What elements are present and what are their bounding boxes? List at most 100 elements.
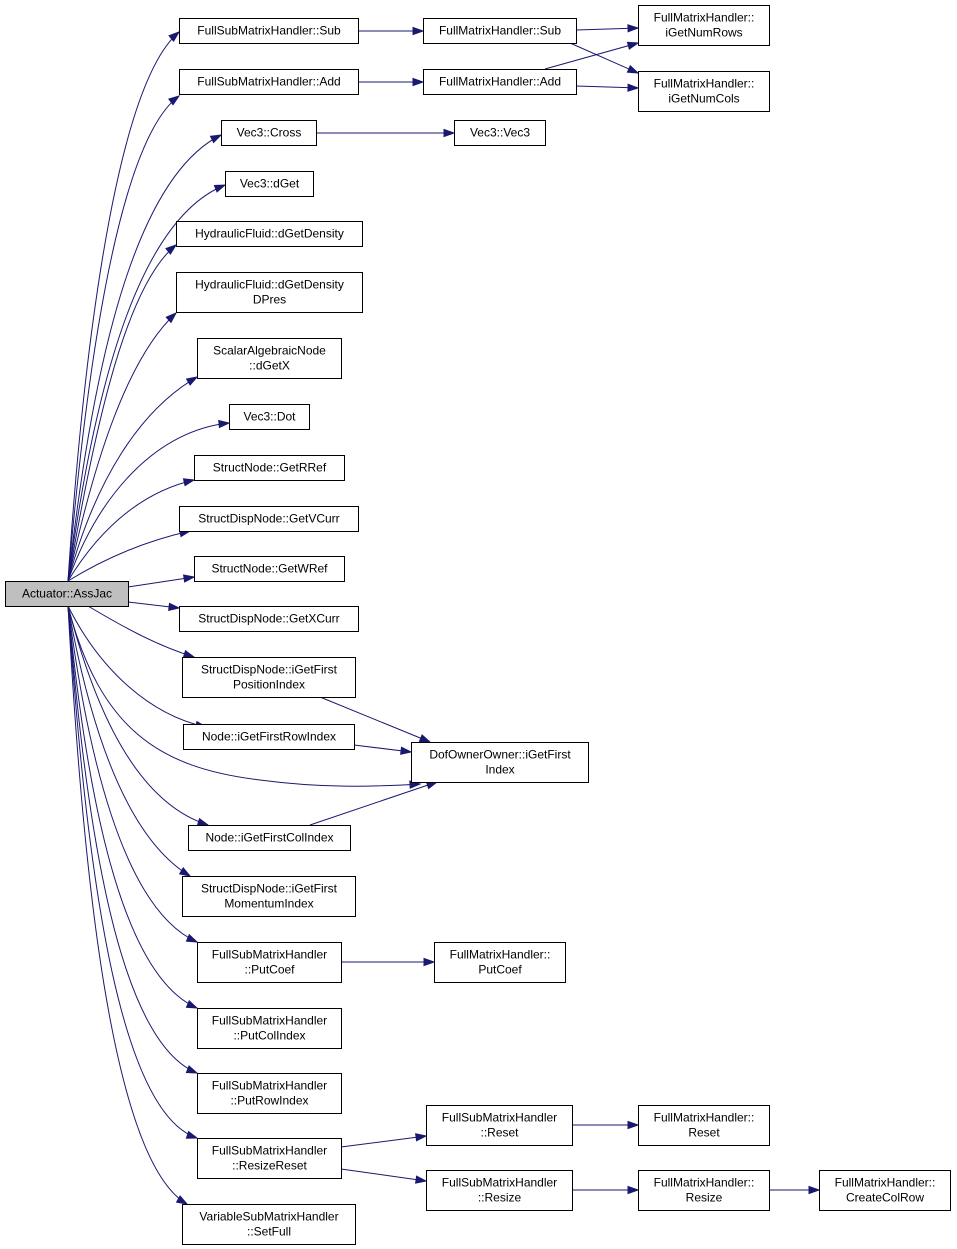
arrowhead bbox=[185, 1130, 199, 1139]
node-fsmh-resize[interactable]: FullSubMatrixHandler::Resize bbox=[426, 1170, 573, 1211]
node-label: StructNode::GetRRef bbox=[213, 461, 327, 475]
arrowhead bbox=[185, 1065, 199, 1074]
edge-line bbox=[67, 134, 222, 582]
arrowhead bbox=[182, 649, 196, 658]
node-label: DofOwnerOwner::iGetFirst bbox=[429, 748, 571, 762]
arrowhead bbox=[415, 1175, 428, 1184]
node-node-colidx[interactable]: Node::iGetFirstColIndex bbox=[188, 825, 351, 851]
node-label: ::PutColIndex bbox=[233, 1029, 305, 1043]
node-box bbox=[176, 272, 363, 313]
arrowhead bbox=[808, 1185, 821, 1195]
node-box bbox=[197, 1008, 342, 1049]
node-fmh-putcoef[interactable]: FullMatrixHandler::PutCoef bbox=[434, 942, 566, 983]
edge-root-to-v3_dget bbox=[67, 184, 227, 582]
arrowhead bbox=[627, 1120, 640, 1130]
arrowhead bbox=[168, 95, 181, 106]
edge-root-to-v3_cross bbox=[67, 134, 223, 582]
edge-fsmh_sub-to-fmh_sub bbox=[358, 26, 425, 36]
node-label: iGetNumCols bbox=[668, 92, 739, 106]
edge-root-to-fsmh_putcolidx bbox=[67, 605, 199, 1009]
node-label: ::PutCoef bbox=[244, 963, 295, 977]
node-fsmh-resizereset[interactable]: FullSubMatrixHandler::ResizeReset bbox=[197, 1138, 342, 1179]
edge-root-to-fsmh_resizereset bbox=[67, 605, 199, 1139]
edge-fsmh_resize-to-fmh_resize bbox=[572, 1185, 640, 1195]
node-label: ::ResizeReset bbox=[232, 1159, 307, 1173]
node-fmh-numrows[interactable]: FullMatrixHandler::iGetNumRows bbox=[638, 5, 770, 46]
node-label: Vec3::Dot bbox=[243, 410, 296, 424]
edge-line bbox=[67, 244, 177, 582]
node-label: Vec3::dGet bbox=[240, 177, 300, 191]
node-v3-cross[interactable]: Vec3::Cross bbox=[221, 120, 317, 146]
node-fmh-createcolrow[interactable]: FullMatrixHandler::CreateColRow bbox=[819, 1170, 951, 1211]
edge-root-to-san_dgetx bbox=[67, 376, 199, 582]
node-label: iGetNumRows bbox=[665, 26, 742, 40]
node-box bbox=[426, 1105, 573, 1146]
edge-line bbox=[544, 42, 639, 70]
node-sdn-getvcurr[interactable]: StructDispNode::GetVCurr bbox=[179, 506, 359, 532]
node-label: StructDispNode::iGetFirst bbox=[201, 663, 338, 677]
node-box bbox=[638, 5, 770, 46]
node-label: StructDispNode::iGetFirst bbox=[201, 882, 338, 896]
node-fmh-sub[interactable]: FullMatrixHandler::Sub bbox=[423, 18, 577, 44]
node-vsmh-setfull[interactable]: VariableSubMatrixHandler::SetFull bbox=[182, 1204, 356, 1245]
node-box bbox=[411, 742, 589, 783]
node-fmh-add[interactable]: FullMatrixHandler::Add bbox=[423, 69, 577, 95]
node-fsmh-putcolidx[interactable]: FullSubMatrixHandler::PutColIndex bbox=[197, 1008, 342, 1049]
node-label: FullSubMatrixHandler bbox=[442, 1176, 557, 1190]
node-box bbox=[179, 606, 359, 632]
node-v3-dot[interactable]: Vec3::Dot bbox=[229, 404, 310, 430]
arrowhead bbox=[185, 999, 199, 1009]
node-box bbox=[638, 71, 770, 112]
node-label: FullMatrixHandler:: bbox=[835, 1176, 936, 1190]
node-fmh-reset[interactable]: FullMatrixHandler::Reset bbox=[638, 1105, 770, 1146]
node-label: FullMatrixHandler:: bbox=[450, 948, 551, 962]
node-sn-getrref[interactable]: StructNode::GetRRef bbox=[194, 455, 345, 481]
node-label: FullMatrixHandler:: bbox=[654, 1111, 755, 1125]
node-label: Node::iGetFirstRowIndex bbox=[202, 730, 336, 744]
node-label: FullMatrixHandler:: bbox=[654, 1176, 755, 1190]
node-v3-vec3[interactable]: Vec3::Vec3 bbox=[454, 120, 546, 146]
edge-line bbox=[67, 605, 209, 826]
node-node-rowidx[interactable]: Node::iGetFirstRowIndex bbox=[183, 724, 355, 750]
edges-layer bbox=[67, 24, 821, 1205]
edge-fmh_resize-to-fmh_createcolrow bbox=[769, 1185, 821, 1195]
node-hf-dens[interactable]: HydraulicFluid::dGetDensity bbox=[176, 221, 363, 247]
node-sn-getwref[interactable]: StructNode::GetWRef bbox=[194, 556, 345, 582]
node-box bbox=[179, 18, 359, 44]
node-label: FullSubMatrixHandler::Add bbox=[197, 75, 340, 89]
edge-line bbox=[67, 605, 198, 1074]
node-fsmh-add[interactable]: FullSubMatrixHandler::Add bbox=[179, 69, 359, 95]
node-box bbox=[182, 1204, 356, 1245]
node-box bbox=[423, 18, 577, 44]
node-label: PutCoef bbox=[478, 963, 522, 977]
node-fsmh-sub[interactable]: FullSubMatrixHandler::Sub bbox=[179, 18, 359, 44]
arrowhead bbox=[165, 311, 178, 324]
node-box bbox=[197, 1073, 342, 1114]
node-root[interactable]: Actuator::AssJac bbox=[5, 581, 129, 607]
node-v3-dget[interactable]: Vec3::dGet bbox=[225, 171, 314, 197]
node-san-dgetx[interactable]: ScalarAlgebraicNode::dGetX bbox=[197, 338, 342, 379]
node-label: Vec3::Cross bbox=[237, 126, 302, 140]
edge-root-to-sdn_posidx bbox=[87, 605, 196, 658]
node-box bbox=[638, 1170, 770, 1211]
edge-line bbox=[319, 696, 431, 743]
arrowhead bbox=[182, 574, 196, 583]
node-label: MomentumIndex bbox=[224, 897, 313, 911]
arrowhead bbox=[418, 734, 432, 743]
edge-root-to-fsmh_putcoef bbox=[67, 605, 199, 943]
node-fsmh-putrowidx[interactable]: FullSubMatrixHandler::PutRowIndex bbox=[197, 1073, 342, 1114]
node-box bbox=[423, 69, 577, 95]
node-sdn-getxcurr[interactable]: StructDispNode::GetXCurr bbox=[179, 606, 359, 632]
node-fsmh-putcoef[interactable]: FullSubMatrixHandler::PutCoef bbox=[197, 942, 342, 983]
edge-fsmh_resizereset-to-fsmh_resize bbox=[340, 1168, 428, 1184]
node-fmh-resize[interactable]: FullMatrixHandler::Resize bbox=[638, 1170, 770, 1211]
node-fsmh-reset[interactable]: FullSubMatrixHandler::Reset bbox=[426, 1105, 573, 1146]
edge-fmh_sub-to-fmh_numrows bbox=[575, 24, 640, 33]
node-fmh-numcols[interactable]: FullMatrixHandler::iGetNumCols bbox=[638, 71, 770, 112]
arrowhead bbox=[168, 31, 181, 42]
arrowhead bbox=[627, 24, 640, 33]
